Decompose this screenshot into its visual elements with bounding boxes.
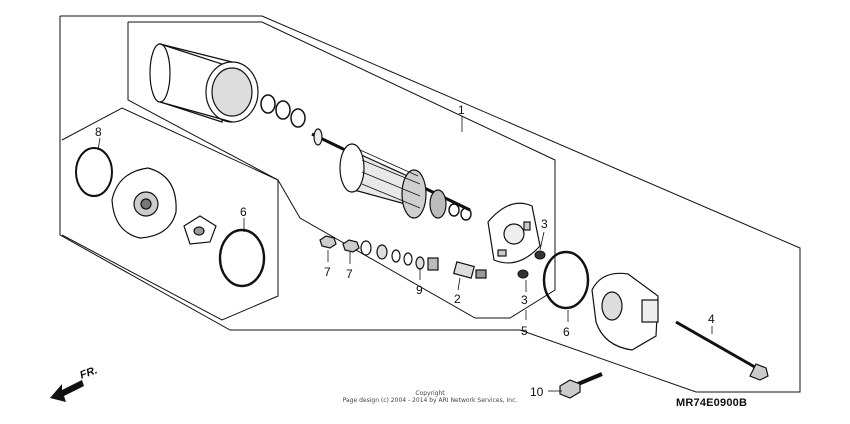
callout-6-left: 6 xyxy=(240,205,247,219)
front-direction-arrow xyxy=(50,380,84,402)
brush xyxy=(453,261,487,279)
bolt-10 xyxy=(559,372,603,399)
callout-6-right: 6 xyxy=(563,325,570,339)
callout-1: 1 xyxy=(458,103,465,117)
yoke-housing xyxy=(149,43,259,123)
rear-cover xyxy=(591,272,659,351)
copyright-line-2: Page design (c) 2004 - 2014 by ARI Netwo… xyxy=(342,397,518,404)
terminal-hardware xyxy=(319,235,439,271)
copyright-line-1: Copyright xyxy=(415,390,445,397)
leader-lines xyxy=(97,116,713,392)
o-ring-right xyxy=(542,250,590,310)
callout-3-upper: 3 xyxy=(541,217,548,231)
callout-9: 9 xyxy=(416,283,423,297)
seal-rings xyxy=(260,94,306,128)
callout-7-left: 7 xyxy=(324,265,331,279)
callout-8: 8 xyxy=(95,125,102,139)
callout-7-right: 7 xyxy=(346,267,353,281)
assembly-boundary-outer xyxy=(59,15,801,393)
callout-5: 5 xyxy=(521,324,528,338)
callout-10: 10 xyxy=(530,385,544,399)
front-bracket xyxy=(111,167,177,239)
bushing-plate xyxy=(183,215,217,245)
callout-4: 4 xyxy=(708,312,715,326)
front-bracket-boundary xyxy=(61,107,279,321)
assembly-boundary-inner xyxy=(127,21,556,319)
o-ring-left xyxy=(218,228,266,288)
armature-washers xyxy=(448,203,472,221)
through-bolt xyxy=(675,320,769,381)
brush-springs xyxy=(517,250,546,279)
brush-holder xyxy=(487,202,541,264)
callout-3-lower: 3 xyxy=(521,293,528,307)
callout-2: 2 xyxy=(454,292,461,306)
armature xyxy=(311,128,471,219)
o-ring-front xyxy=(75,147,113,197)
diagram-code: MR74E0900B xyxy=(676,397,748,409)
